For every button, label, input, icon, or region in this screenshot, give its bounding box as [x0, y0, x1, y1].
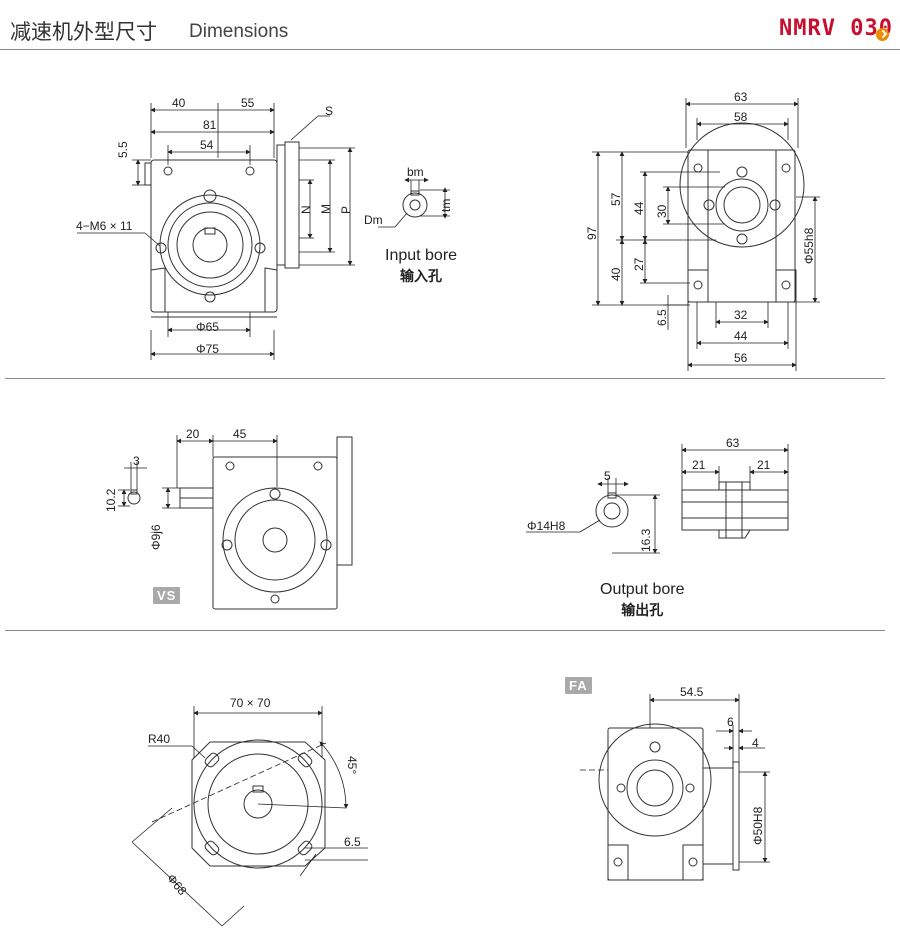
dim-front-40: 40: [172, 96, 186, 110]
dim-front-81: 81: [203, 118, 217, 132]
dim-fa-phi50h8: Φ50H8: [751, 806, 765, 845]
dim-fa-4: 4: [752, 736, 759, 750]
dim-flange-r40: R40: [148, 732, 171, 746]
output-bore-label-en: Output bore: [600, 581, 685, 598]
header: 减速机外型尺寸 Dimensions NMRV 030: [0, 0, 900, 52]
header-divider: [0, 49, 900, 50]
dim-side-phi55h8: Φ55h8: [802, 227, 816, 264]
dim-out-16-3: 16.3: [639, 528, 653, 552]
dim-bore-tm: tm: [439, 198, 453, 212]
vs-tag: VS: [153, 587, 181, 604]
input-bore-caption: Input bore 输入孔: [385, 247, 457, 286]
dim-side-63: 63: [734, 90, 748, 104]
dim-flange-70x70: 70 × 70: [230, 696, 271, 710]
dim-front-p: P: [339, 205, 353, 214]
chevron-right-icon: [876, 28, 889, 41]
dim-shaft-63: 63: [726, 436, 740, 450]
dim-side-58: 58: [734, 110, 748, 124]
dim-front-s: S: [325, 104, 334, 118]
dim-fa-54-5: 54.5: [680, 685, 704, 699]
dim-front-phi75: Φ75: [196, 342, 219, 356]
dim-front-5-5: 5.5: [116, 141, 130, 158]
dim-vs-phi9j6: Φ9j6: [149, 524, 163, 550]
title-chinese: 减速机外型尺寸: [10, 20, 157, 44]
dim-side-44b: 44: [734, 329, 748, 343]
side-view: [679, 122, 805, 303]
fa-view: [598, 723, 740, 881]
dim-vs-10-2: 10.2: [104, 488, 118, 512]
dim-front-bolt: 4−M6 × 11: [76, 219, 133, 233]
hollow-shaft-drawing: [681, 481, 789, 539]
vs-view: [127, 436, 353, 610]
dim-vs-3: 3: [133, 454, 140, 468]
dim-flange-45deg: 45°: [345, 756, 359, 775]
dim-front-phi65: Φ65: [196, 320, 219, 334]
output-bore-caption: Output bore 输出孔: [600, 581, 685, 620]
dim-side-32: 32: [734, 308, 748, 322]
dim-side-57: 57: [609, 192, 623, 206]
output-bore-label-cn: 输出孔: [621, 603, 664, 619]
dim-shaft-21b: 21: [757, 458, 771, 472]
dim-side-44: 44: [632, 201, 646, 215]
dim-side-6-5: 6.5: [655, 309, 669, 326]
dim-front-54: 54: [200, 138, 214, 152]
dim-out-phi14h8: Φ14H8: [527, 519, 566, 533]
section-divider-1: [5, 378, 885, 379]
input-bore-label-en: Input bore: [385, 247, 458, 264]
dim-side-27: 27: [632, 257, 646, 271]
section-divider-2: [5, 630, 885, 631]
output-bore-drawing: [595, 492, 629, 528]
dim-shaft-21a: 21: [692, 458, 706, 472]
dim-vs-45: 45: [233, 427, 247, 441]
dim-side-40: 40: [609, 267, 623, 281]
dim-front-55: 55: [241, 96, 255, 110]
model-name: NMRV 030: [779, 16, 893, 41]
dim-flange-6-5: 6.5: [344, 835, 361, 849]
dim-side-30: 30: [655, 204, 669, 218]
dim-vs-20: 20: [186, 427, 200, 441]
title-english: Dimensions: [189, 21, 289, 42]
dim-bore-bm: bm: [407, 165, 424, 179]
dim-fa-6: 6: [727, 715, 734, 729]
dim-side-56: 56: [734, 351, 748, 365]
dim-side-97: 97: [585, 226, 599, 240]
dim-front-n: N: [299, 205, 313, 214]
dim-bore-dm: Dm: [364, 213, 383, 227]
dim-front-m: M: [319, 204, 333, 214]
front-view: [144, 141, 300, 318]
input-bore-label-cn: 输入孔: [400, 269, 443, 285]
fa-tag: FA: [565, 677, 592, 694]
dim-out-5: 5: [604, 469, 611, 483]
